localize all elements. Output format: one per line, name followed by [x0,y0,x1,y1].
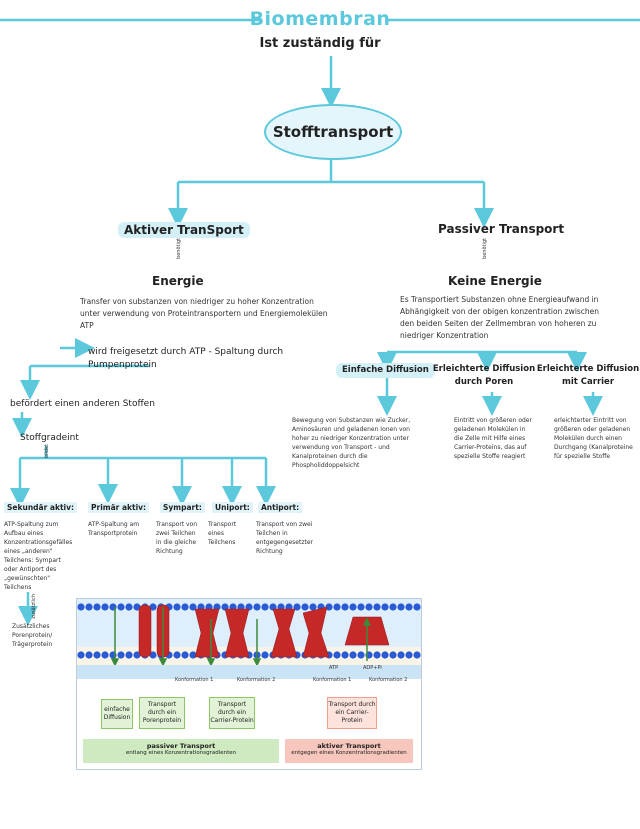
active-benoetigt-label: benötigt [176,238,182,259]
fig-box-carrier-a: Transport durch ein Carrier-Protein [209,697,255,729]
type-label-sekundaer: Sekundär aktiv: [4,502,77,513]
type-label-antiport: Antiport: [258,502,303,513]
passive-desc-einfache: Bewegung von Substanzen wie Zucker, Amin… [292,417,411,469]
page-title: Biomembran [249,8,391,30]
fig-active-title: aktiver Transport [317,742,381,750]
type-desc-antiport: Transport von zwei Teilchen in entgegeng… [256,521,313,555]
atp-label: ATP [329,665,339,671]
zusaetzlich-desc: Zusätzliches Porenprotein/ Trägerprotein [12,623,53,648]
type-desc-sekundaer: ATP-Spaltung zum Aufbau eines Konzentrat… [4,521,73,591]
fig-active-band: aktiver Transport entgegen eines Konzent… [285,739,413,763]
type-label-uniport: Uniport: [212,502,253,513]
type-label-primaer: Primär aktiv: [88,502,150,513]
passive-type-einfache-diffusion: Einfache Diffusion [336,363,435,378]
type-desc-primaer: ATP-Spaltung am Transportprotein [88,521,140,537]
passive-type-carrier: Erleichterte Diffusion mit Carrier [536,364,640,387]
active-desc: Transfer von substanzen von niedriger zu… [80,297,328,330]
subtitle: Ist zuständig für [259,36,381,51]
fig-passive-band: passiver Transport entlang eines Konzent… [83,739,279,763]
fig-passive-title: passiver Transport [146,742,216,750]
type-desc-sympart: Transport von zwei Teilchen in die gleic… [156,521,198,555]
active-befoerdert: befördert einen anderen Stoffen [10,399,155,409]
fig-box-carrier-b: Transport durch ein Carrier-Protein [327,697,377,729]
konf1-label-a: Konformation 1 [175,677,214,683]
membrane-figure: Konformation 1 Konformation 2 ATP ADP+Pi… [76,598,422,770]
fig-box-einfache-diffusion: einfache Diffusion [101,699,133,729]
zusaetzlich-label: zusätzlich [31,594,37,619]
membrane-illustration [77,599,421,679]
adp-label: ADP+Pi [363,665,382,671]
passive-desc-carrier: erleichterter Eintritt von größeren oder… [554,417,633,460]
passive-desc: Es Transportiert Substanzen ohne Energie… [400,295,600,340]
fig-passive-sub: entlang eines Konzentrationsgradienten [125,750,237,756]
active-pump: Pumpenprotein [88,360,157,370]
active-atp-note: wird freigesetzt durch ATP - Spaltung du… [88,347,284,357]
type-desc-uniport: Transport eines Teilchens [208,521,237,546]
konf2-label-a: Konformation 2 [237,677,276,683]
passive-heading: Passiver Transport [438,222,565,236]
fig-box-porenprotein: Transport durch ein Porenprotein [139,697,185,729]
konf2-label-b: Konformation 2 [369,677,408,683]
passive-energy: Keine Energie [448,274,542,288]
passive-desc-poren: Eintritt von größeren oder geladenen Mol… [454,417,532,460]
active-heading: Aktiver TranSport [118,222,250,238]
active-bildet-label: bildet [44,444,50,459]
konf1-label-b: Konformation 1 [313,677,352,683]
active-gradient: Stoffgradeint [20,433,79,443]
active-energy: Energie [152,274,204,288]
fig-active-sub: entgegen eines Konzentrationsgradienten [291,750,407,756]
type-label-sympart: Sympart: [160,502,205,513]
passive-benoetigt-label: benötigt [482,238,488,259]
center-node-stofftransport: Stofftransport [264,104,402,160]
passive-type-poren: Erleichterte Diffusion durch Poren [432,364,536,387]
